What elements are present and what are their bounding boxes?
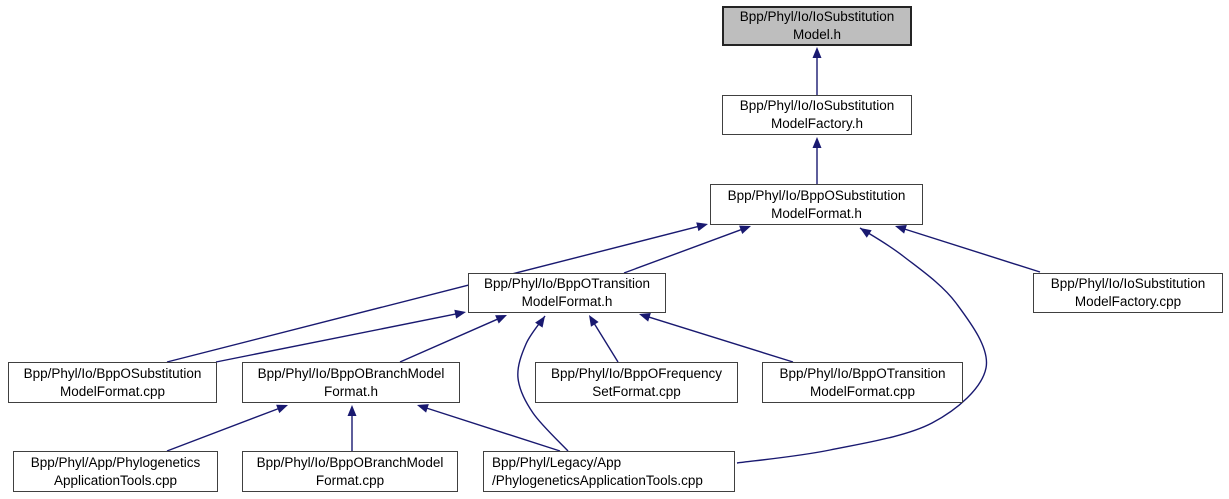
node-label-line2: Model.h xyxy=(792,27,842,42)
node-label-line1: Bpp/Phyl/Legacy/App xyxy=(492,454,622,470)
node-label-line2: ModelFactory.cpp xyxy=(1074,294,1182,309)
node-label-line1: Bpp/Phyl/Io/BppOTransition xyxy=(483,276,651,291)
edge-n6-to-n4 xyxy=(215,312,460,363)
arrowhead-n6-to-n4 xyxy=(454,309,466,319)
edge-n9-to-n4 xyxy=(645,315,794,363)
edge-n12-to-n4 xyxy=(517,315,569,452)
node-phylogeneticsapplicationtools-cpp[interactable]: Bpp/Phyl/App/Phylogenetics ApplicationTo… xyxy=(13,451,218,492)
edge-n8-to-n4 xyxy=(592,320,619,363)
node-label-line1: Bpp/Phyl/Io/IoSubstitution xyxy=(739,9,895,24)
node-bppotransitionmodelformat-h[interactable]: Bpp/Phyl/Io/BppOTransition ModelFormat.h xyxy=(468,273,666,313)
arrowhead-n12-to-n4 xyxy=(535,316,545,328)
arrowhead-n12-to-n3 xyxy=(860,228,872,238)
node-bppobranchmodelformat-cpp[interactable]: Bpp/Phyl/Io/BppOBranchModel Format.cpp xyxy=(242,451,458,492)
arrowhead-n11-to-n7 xyxy=(347,405,357,416)
node-label-line1: Bpp/Phyl/Io/BppOSubstitution xyxy=(727,187,906,203)
node-iosubstitutionmodelfactory-cpp[interactable]: Bpp/Phyl/Io/IoSubstitution ModelFactory.… xyxy=(1033,273,1223,313)
node-label-line1: Bpp/Phyl/Io/BppOTransition xyxy=(779,365,946,381)
arrowhead-n7-to-n4 xyxy=(495,315,507,324)
arrowhead-n8-to-n4 xyxy=(589,315,599,327)
node-label-line2: ModelFormat.h xyxy=(771,205,862,221)
node-label-line1: Bpp/Phyl/Io/IoSubstitution xyxy=(1050,276,1206,291)
arrowhead-n6-to-n3 xyxy=(696,222,708,232)
node-label-line2: /PhylogeneticsApplicationTools.cpp xyxy=(492,472,703,488)
arrowhead-n5-to-n3 xyxy=(895,225,907,234)
node-bpposubstitutionmodelformat-h[interactable]: Bpp/Phyl/Io/BppOSubstitution ModelFormat… xyxy=(710,184,923,225)
node-label-line1: Bpp/Phyl/Io/BppOBranchModel xyxy=(257,365,445,381)
node-label-line2: ModelFormat.cpp xyxy=(59,383,166,399)
node-label-line1: Bpp/Phyl/Io/BppOSubstitution xyxy=(23,365,202,381)
edge-n12-to-n3 xyxy=(736,227,988,464)
node-label-line1: Bpp/Phyl/App/Phylogenetics xyxy=(30,454,201,470)
arrowhead-n4-to-n3 xyxy=(739,225,751,235)
node-bpposubstitutionmodelformat-cpp[interactable]: Bpp/Phyl/Io/BppOSubstitution ModelFormat… xyxy=(8,362,217,403)
node-label-line2: ModelFormat.h xyxy=(521,294,613,309)
node-iosubstitutionmodel-h[interactable]: Bpp/Phyl/Io/IoSubstitution Model.h xyxy=(722,6,912,46)
node-label-line2: ApplicationTools.cpp xyxy=(53,472,178,488)
edge-n5-to-n3 xyxy=(901,227,1041,273)
arrowhead-n9-to-n4 xyxy=(639,312,651,322)
node-bppobranchmodelformat-h[interactable]: Bpp/Phyl/Io/BppOBranchModel Format.h xyxy=(242,362,460,403)
node-label-line2: ModelFactory.h xyxy=(770,116,864,131)
node-bppotransitionmodelformat-cpp[interactable]: Bpp/Phyl/Io/BppOTransition ModelFormat.c… xyxy=(762,362,963,403)
arrowhead-n12-to-n7 xyxy=(417,404,429,413)
arrowhead-n3-to-n2 xyxy=(812,137,822,148)
node-label-line1: Bpp/Phyl/Io/BppOFrequency xyxy=(550,365,723,381)
node-label-line2: SetFormat.cpp xyxy=(592,383,681,399)
arrowhead-n10-to-n7 xyxy=(276,404,288,414)
node-iosubstitutionmodelfactory-h[interactable]: Bpp/Phyl/Io/IoSubstitution ModelFactory.… xyxy=(722,95,912,135)
node-label-line2: ModelFormat.cpp xyxy=(809,383,916,399)
edge-n7-to-n4 xyxy=(399,317,501,363)
node-bppofrequencysetformat-cpp[interactable]: Bpp/Phyl/Io/BppOFrequency SetFormat.cpp xyxy=(535,362,738,403)
edge-n4-to-n3 xyxy=(623,227,745,274)
edge-n6-to-n3 xyxy=(166,225,702,363)
node-label-line1: Bpp/Phyl/Io/BppOBranchModel xyxy=(256,454,444,470)
node-label-line1: Bpp/Phyl/Io/IoSubstitution xyxy=(739,98,895,113)
node-label-line2: Format.h xyxy=(323,383,378,399)
arrowhead-n2-to-n1 xyxy=(812,47,822,58)
edge-n10-to-n7 xyxy=(166,406,282,452)
node-label-line2: Format.cpp xyxy=(315,472,385,488)
node-legacy-phylogeneticsapplicationtools-cpp[interactable]: Bpp/Phyl/Legacy/App /PhylogeneticsApplic… xyxy=(483,451,735,492)
edge-n12-to-n7 xyxy=(423,406,561,452)
